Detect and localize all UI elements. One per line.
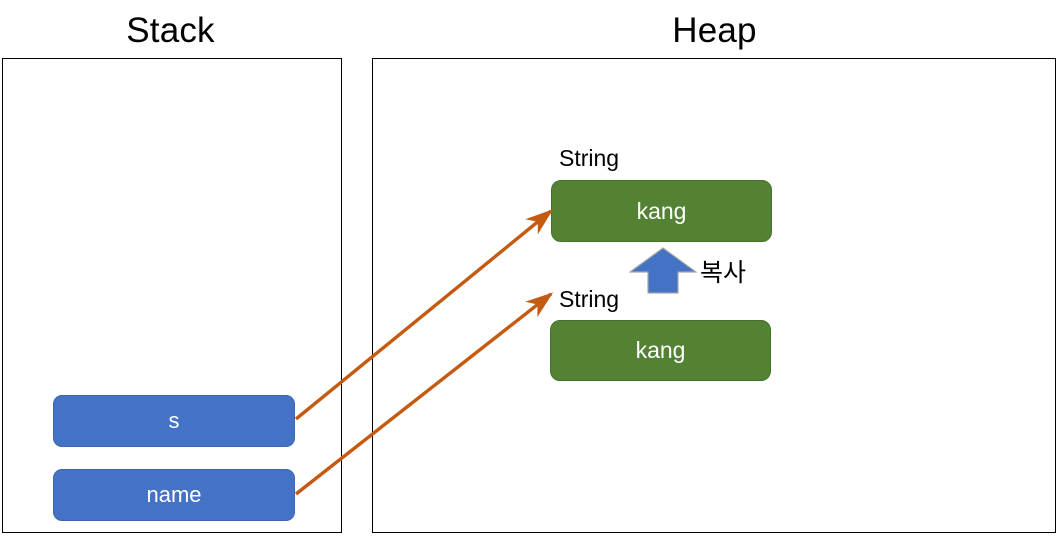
stack-variable-box-name: name: [53, 469, 295, 521]
stack-region-title: Stack: [126, 11, 215, 50]
stack-region-box: [2, 58, 342, 533]
heap-object-box-2: kang: [550, 320, 771, 381]
heap-object-box-1: kang: [551, 180, 772, 242]
copy-up-arrow-icon: [629, 247, 697, 294]
stack-variable-box-s: s: [53, 395, 295, 447]
heap-region-box: [372, 58, 1056, 533]
heap-region-title: Heap: [672, 11, 757, 50]
copy-annotation-label: 복사: [700, 259, 747, 287]
heap-object-type-label-2: String: [559, 286, 620, 312]
heap-object-type-label-1: String: [559, 145, 620, 171]
